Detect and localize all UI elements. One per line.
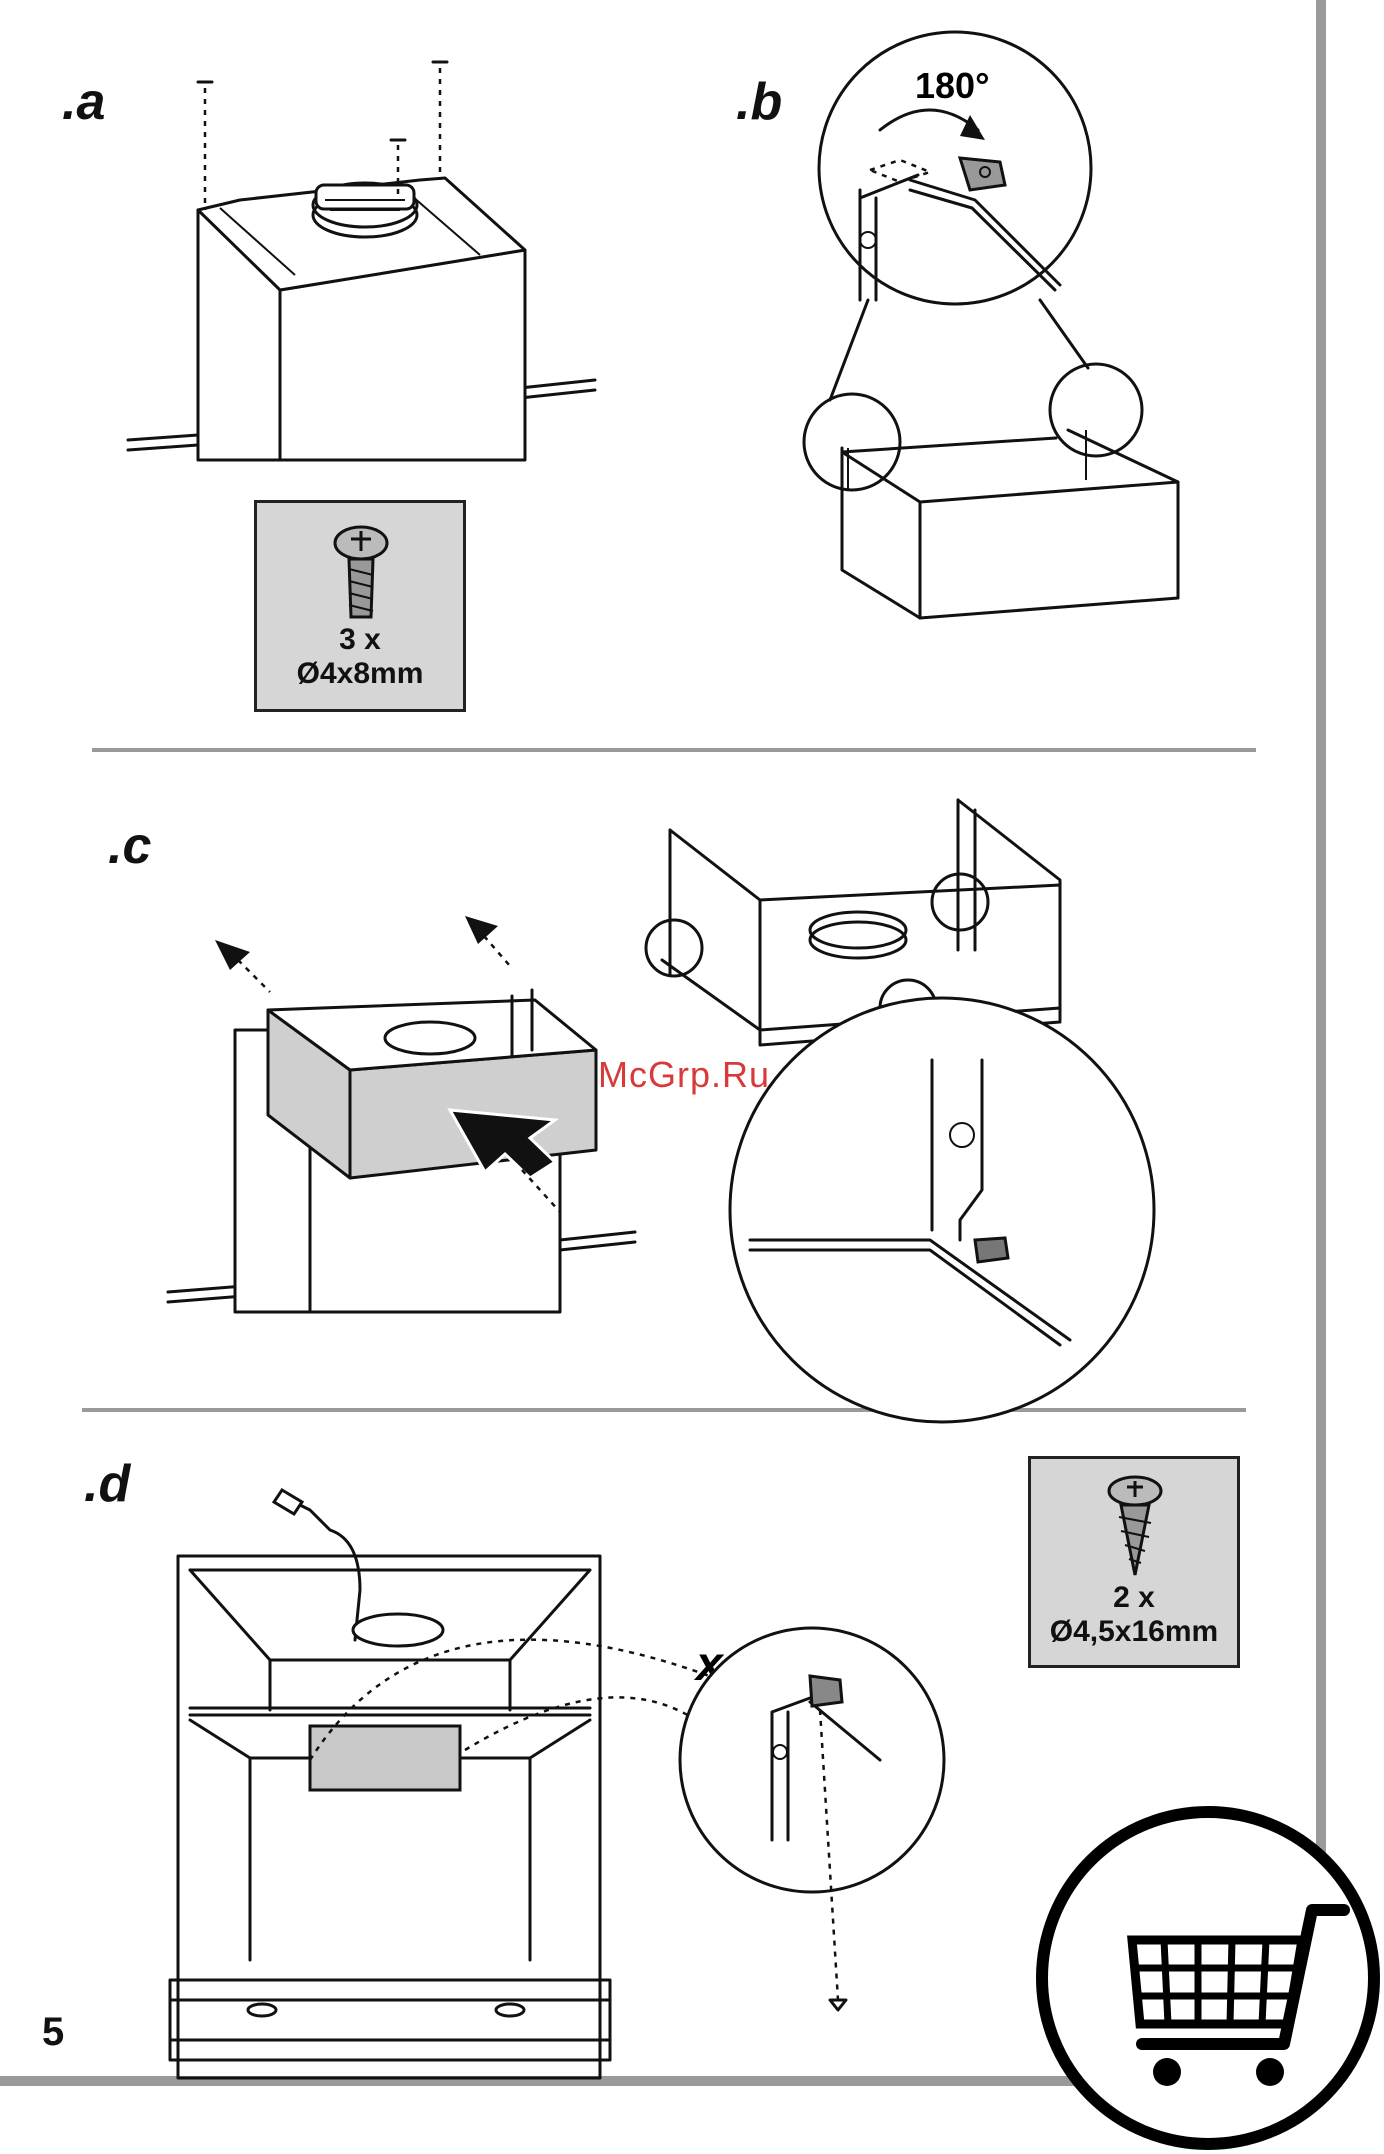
step-a-illustration	[120, 50, 610, 470]
step-a-label: .a	[62, 72, 105, 132]
arrow-icon	[465, 916, 498, 944]
section-divider-1	[92, 748, 1256, 752]
step-d-label: .d	[84, 1454, 130, 1514]
rotation-label: 180°	[915, 65, 989, 106]
section-divider-2	[82, 1408, 1246, 1412]
screw-icon	[331, 525, 391, 625]
screw-icon	[1105, 1475, 1165, 1585]
screw-qty-d: 2 x	[1031, 1581, 1237, 1614]
step-b-illustration: 180°	[800, 50, 1150, 630]
step-b-label: .b	[736, 72, 782, 132]
screw-spec-box-a: 3 x Ø4x8mm	[254, 500, 466, 712]
step-d-illustration: x 2	[160, 1480, 1000, 2010]
step-c-illustration-left	[160, 900, 640, 1320]
watermark: McGrp.Ru	[598, 1054, 770, 1096]
screw-size-d: Ø4,5x16mm	[1031, 1615, 1237, 1648]
arrow-icon	[215, 940, 250, 970]
screw-qty-a: 3 x	[257, 623, 463, 656]
screw-size-a: Ø4x8mm	[257, 657, 463, 690]
screw-spec-box-d: 2 x Ø4,5x16mm	[1028, 1456, 1240, 1668]
page-frame-right	[1316, 0, 1326, 2086]
bracket-icon	[810, 1676, 842, 1706]
step-c-label: .c	[108, 816, 151, 876]
page-number: 5	[42, 2010, 64, 2055]
cart-icon[interactable]	[1032, 1802, 1384, 2154]
